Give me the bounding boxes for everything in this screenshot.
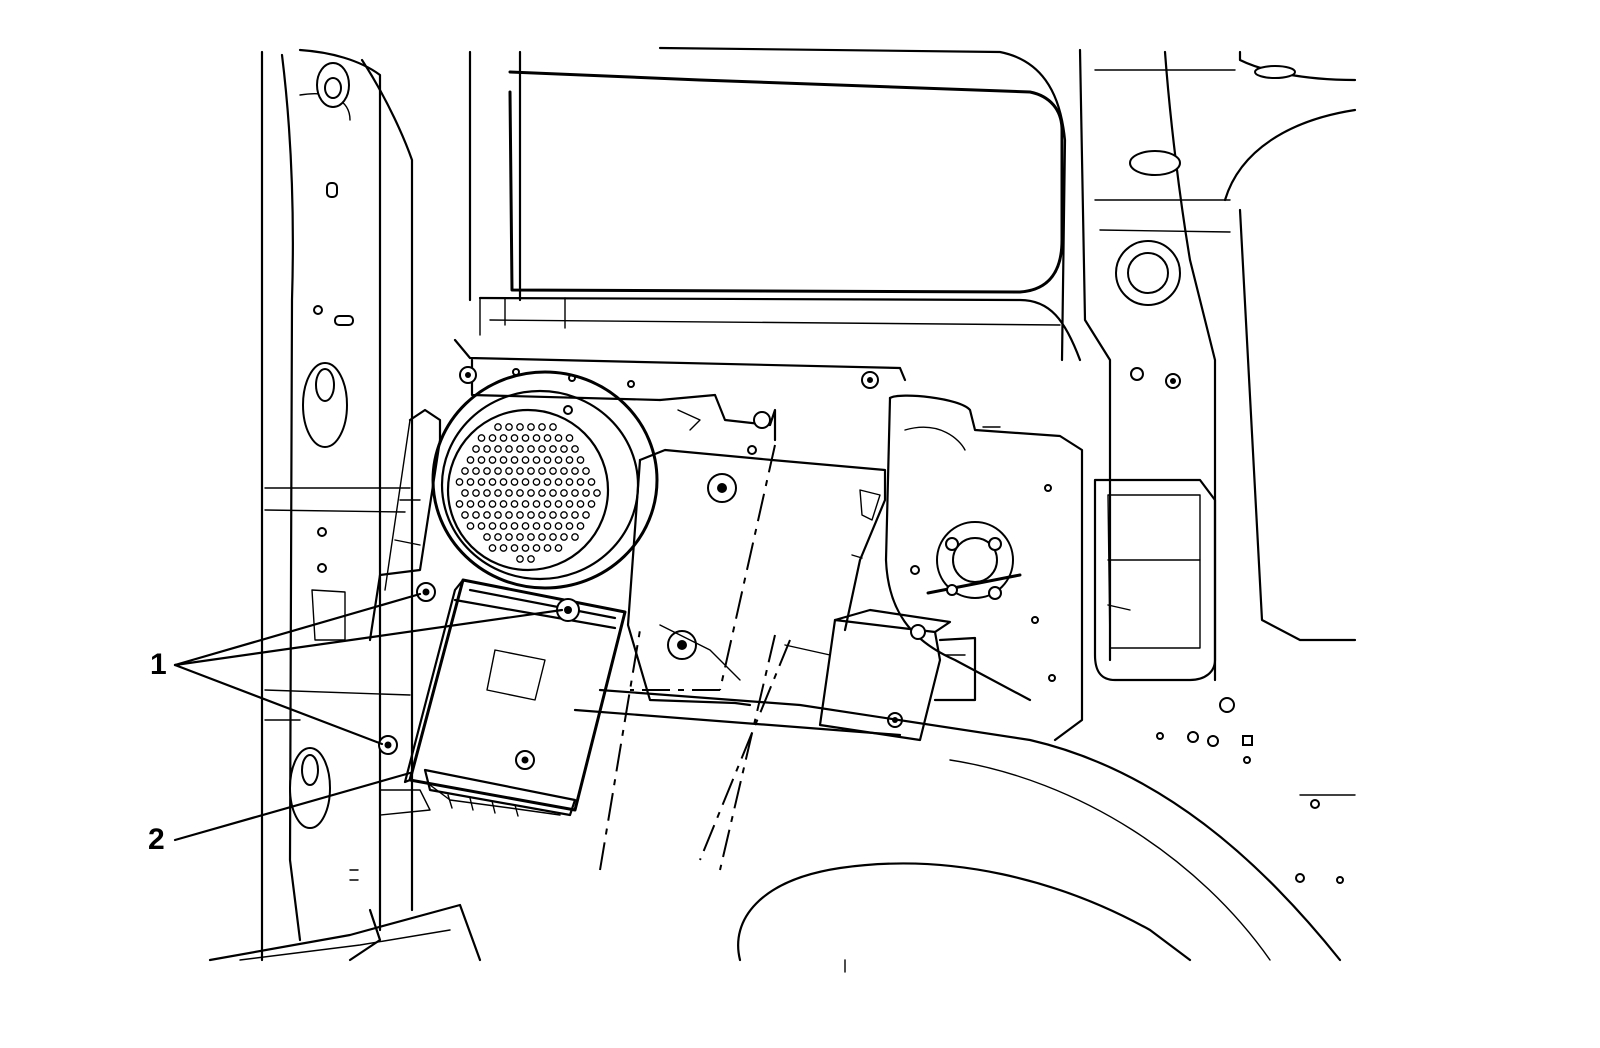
speaker-grille xyxy=(455,423,601,563)
amplifier-mounting-location xyxy=(599,444,791,871)
callout-label-1: 1 xyxy=(150,648,167,681)
tail-lamp-bracket xyxy=(884,394,1084,742)
amplifier-module xyxy=(403,578,627,817)
leader-2 xyxy=(173,771,412,842)
side-module-bracket xyxy=(784,608,977,742)
fasteners xyxy=(378,582,580,770)
leader-1-c xyxy=(173,663,384,746)
left-body-pillar xyxy=(260,48,414,962)
leader-1-a xyxy=(173,592,422,667)
callout-leader-lines xyxy=(173,592,564,842)
floor-wheelhouse xyxy=(208,688,1342,973)
leader-1-b xyxy=(173,608,564,667)
callout-label-2: 2 xyxy=(148,823,165,856)
right-body-structure xyxy=(1078,48,1357,884)
upper-window-frame xyxy=(468,46,1082,362)
speaker-mounting-panel xyxy=(368,338,907,707)
speaker xyxy=(431,370,659,590)
